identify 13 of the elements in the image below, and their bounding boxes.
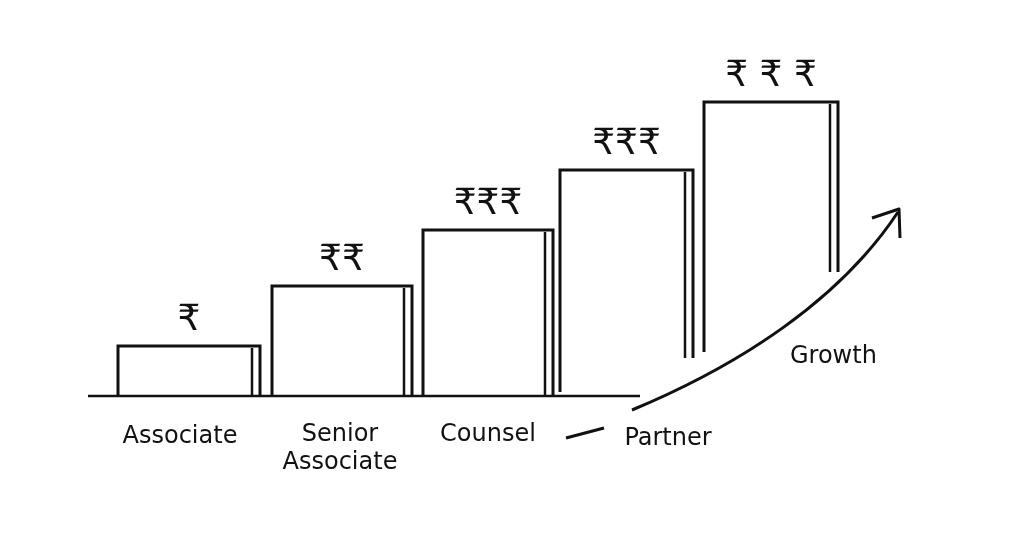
role-label: Associate [121, 422, 239, 450]
role-label: Partner [623, 424, 713, 452]
growth-label: Growth [790, 342, 877, 370]
rupee-symbols: ₹ ₹ ₹ [724, 56, 818, 92]
role-label: Senior Associate [281, 420, 399, 476]
rupee-symbols: ₹ [176, 300, 202, 336]
rupee-symbols: ₹₹₹ [591, 124, 662, 160]
role-label: Counsel [439, 420, 537, 448]
rupee-symbols: ₹₹ [318, 240, 366, 276]
bar-outline [118, 346, 260, 396]
rupee-symbols: ₹₹₹ [452, 184, 524, 220]
bar-outline [423, 230, 553, 396]
bar-outline [272, 286, 412, 396]
